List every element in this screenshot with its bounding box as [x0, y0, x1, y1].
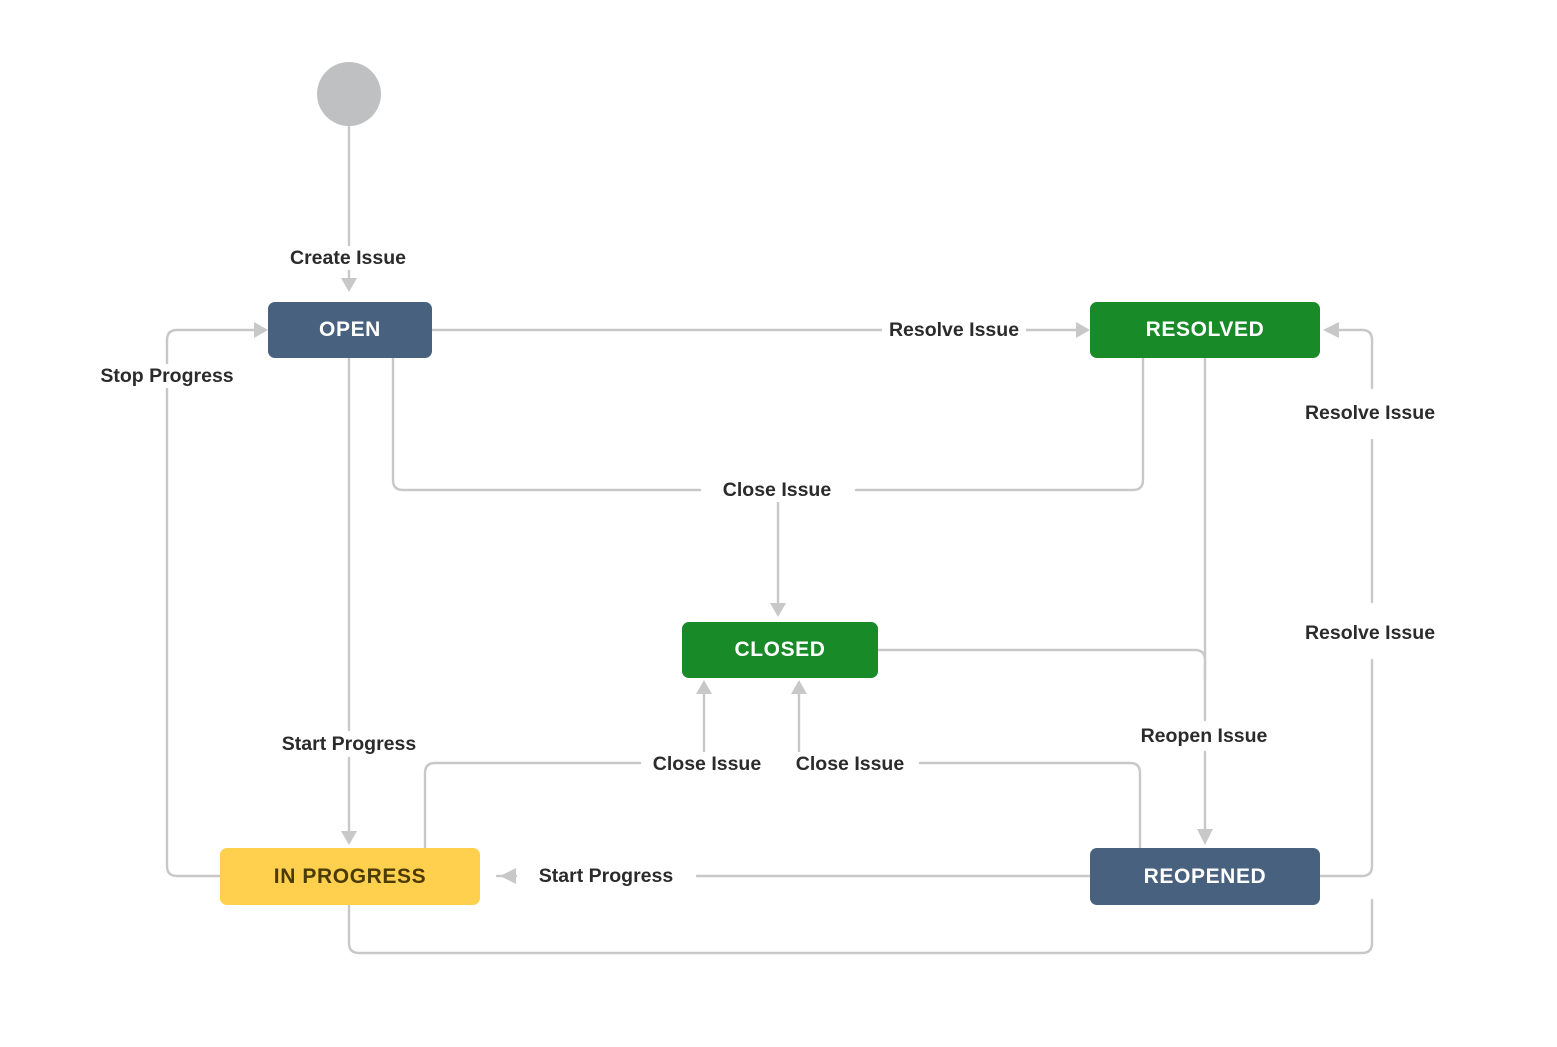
edge-reopened-closed: [918, 761, 1142, 850]
transition-label-close-issue-mid: Close Issue: [715, 478, 839, 502]
transition-label-close-issue-right: Close Issue: [788, 752, 912, 776]
state-node-reopened[interactable]: REOPENED: [1090, 848, 1320, 905]
transition-label-resolve-issue-top: Resolve Issue: [881, 318, 1027, 342]
transition-label-resolve-issue-lower-right: Resolve Issue: [1297, 621, 1443, 645]
transition-label-reopen-issue: Reopen Issue: [1133, 724, 1275, 748]
state-node-resolved[interactable]: RESOLVED: [1090, 302, 1320, 358]
edge-inprogress-closed: [423, 761, 642, 850]
edge-stop-progress: [165, 328, 258, 878]
state-label-reopened: REOPENED: [1143, 864, 1267, 888]
transition-label-create-issue: Create Issue: [283, 246, 413, 270]
start-node: [317, 62, 381, 126]
transition-label-stop-progress: Stop Progress: [93, 364, 241, 388]
state-node-closed[interactable]: CLOSED: [682, 622, 878, 678]
state-label-resolved: RESOLVED: [1145, 318, 1265, 341]
state-label-open: OPEN: [319, 318, 381, 341]
transition-label-start-progress-left: Start Progress: [274, 732, 424, 756]
edge-open-close: [391, 356, 702, 492]
edge-reopened-resolved-3: [1335, 328, 1374, 390]
state-label-closed: CLOSED: [734, 638, 826, 661]
edge-closed-reopened: [876, 648, 1207, 682]
transition-label-close-issue-left: Close Issue: [645, 752, 769, 776]
edge-inprogress-resolved: [347, 898, 1374, 955]
state-node-in-progress[interactable]: IN PROGRESS: [220, 848, 480, 905]
transition-label-start-progress-bottom: Start Progress: [531, 864, 681, 888]
state-node-open[interactable]: OPEN: [268, 302, 432, 358]
transition-label-resolve-issue-upper-right: Resolve Issue: [1297, 401, 1443, 425]
edge-reopened-resolved: [1318, 658, 1374, 878]
state-label-in-progress: IN PROGRESS: [273, 864, 427, 888]
edge-resolved-close: [854, 356, 1145, 492]
